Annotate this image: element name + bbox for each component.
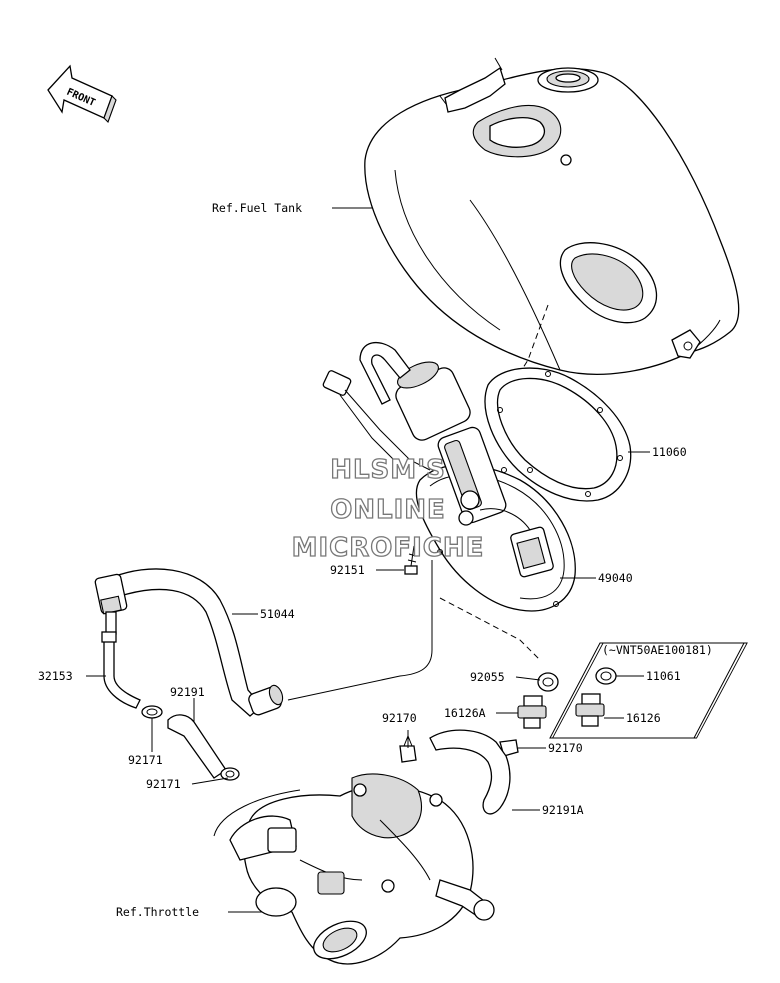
label-16126: 16126 [626, 711, 661, 725]
label-11060: 11060 [652, 445, 687, 459]
label-92151: 92151 [330, 563, 365, 577]
label-32153: 32153 [38, 669, 73, 683]
front-arrow-icon: FRONT [47, 64, 117, 123]
label-ref-fuel-tank: Ref.Fuel Tank [212, 201, 302, 215]
watermark: HLSM'S ONLINE MICROFICHE [291, 454, 485, 563]
hose-51044 [94, 568, 284, 717]
leader-lines [86, 207, 650, 913]
washer-92055 [537, 672, 559, 692]
label-92170-right: 92170 [548, 741, 583, 755]
label-51044: 51044 [260, 607, 295, 621]
washer-11061 [595, 667, 617, 685]
sensor-16126A [517, 695, 547, 729]
clamp-92171-upper [141, 705, 163, 719]
label-16126A: 16126A [444, 706, 486, 720]
fuel-pump-49040 [322, 341, 576, 612]
hose-92191A [429, 729, 511, 815]
label-92170-left: 92170 [382, 711, 417, 725]
label-ref-throttle: Ref.Throttle [116, 905, 199, 919]
watermark-line-1: HLSM'S [330, 455, 446, 485]
watermark-line-3: MICROFICHE [292, 533, 485, 563]
label-92171-upper: 92171 [128, 753, 163, 767]
clamp-92171-lower [220, 767, 240, 781]
label-inset-title: (~VNT50AE100181) [602, 643, 713, 657]
gasket-11060 [484, 367, 632, 502]
label-92191: 92191 [170, 685, 205, 699]
bolt-92151 [404, 545, 418, 575]
throttle-body [213, 773, 495, 965]
label-92191A: 92191A [542, 803, 584, 817]
sensor-16126 [575, 693, 605, 727]
label-92171-lower: 92171 [146, 777, 181, 791]
hose-92191 [167, 714, 227, 779]
fuel-tank [364, 57, 740, 375]
label-11061: 11061 [646, 669, 681, 683]
label-49040: 49040 [598, 571, 633, 585]
label-92055: 92055 [470, 670, 505, 684]
watermark-line-2: ONLINE [330, 495, 446, 525]
pipe-32153 [101, 631, 141, 709]
